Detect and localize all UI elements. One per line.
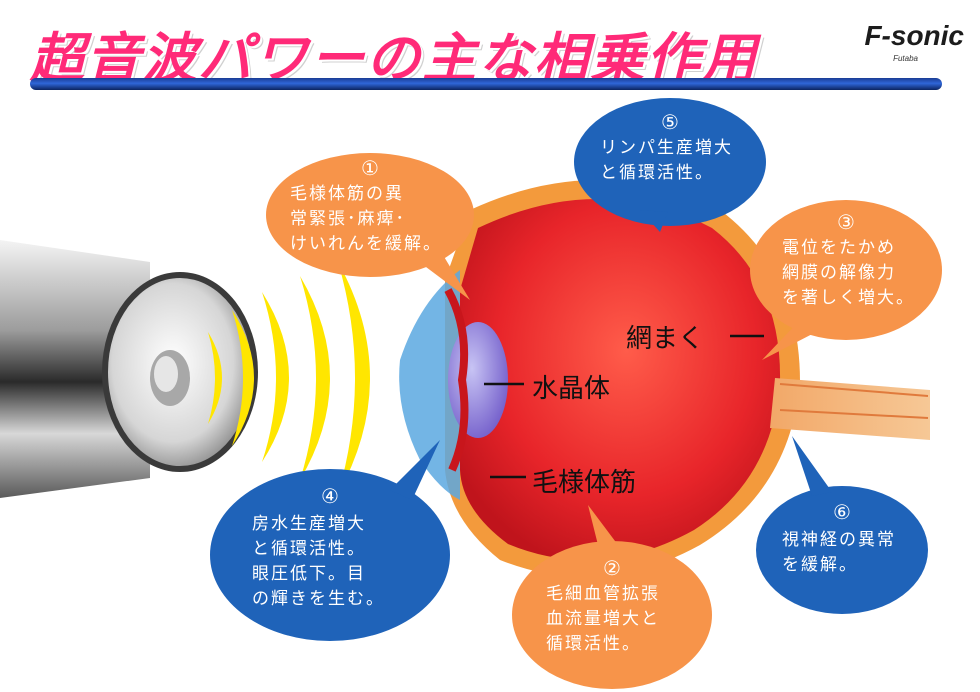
label-lens: 水晶体 (532, 374, 611, 404)
label-retina: 網まく (626, 324, 705, 354)
bubble-1-number: ① (361, 156, 379, 180)
eyeball (399, 180, 930, 577)
bubble-4-shape (210, 440, 450, 641)
label-leader-lines (484, 334, 764, 479)
bubble-5-number: ⑤ (661, 110, 679, 134)
bubble-6-text: 視神経の異常を緩解。 (782, 530, 896, 575)
bubble-3-number: ③ (837, 210, 855, 234)
bubble-6-number: ⑥ (833, 500, 851, 524)
bubble-2-number: ② (603, 556, 621, 580)
ultrasound-probe (0, 240, 258, 498)
title-underline-bar (30, 78, 942, 90)
bubble-2-text: 毛細血管拡張血流量増大と循環活性。 (546, 584, 660, 654)
bubble-1-shape (266, 153, 474, 300)
bubble-1-text: 毛様体筋の異常緊張･麻痺･けいれんを緩解。 (290, 184, 442, 254)
bubble-6-shape (756, 436, 928, 614)
bubble-3-shape (750, 200, 942, 360)
bubble-5-text: リンパ生産増大と循環活性。 (600, 138, 733, 183)
bubble-5-shape (574, 98, 766, 232)
bubble-4-text: 房水生産増大と循環活性。眼圧低下。目の輝きを生む。 (252, 514, 385, 609)
label-ciliary-muscle: 毛様体筋 (532, 468, 637, 498)
brand-logo-tagline: Futaba (893, 54, 918, 63)
bubble-4-number: ④ (321, 484, 339, 508)
bubble-3-text: 電位をたかめ網膜の解像力を著しく増大。 (782, 238, 915, 308)
bubble-2-shape (512, 505, 712, 689)
brand-logo: F-sonic (864, 20, 964, 51)
ultrasonic-waves (208, 262, 370, 494)
